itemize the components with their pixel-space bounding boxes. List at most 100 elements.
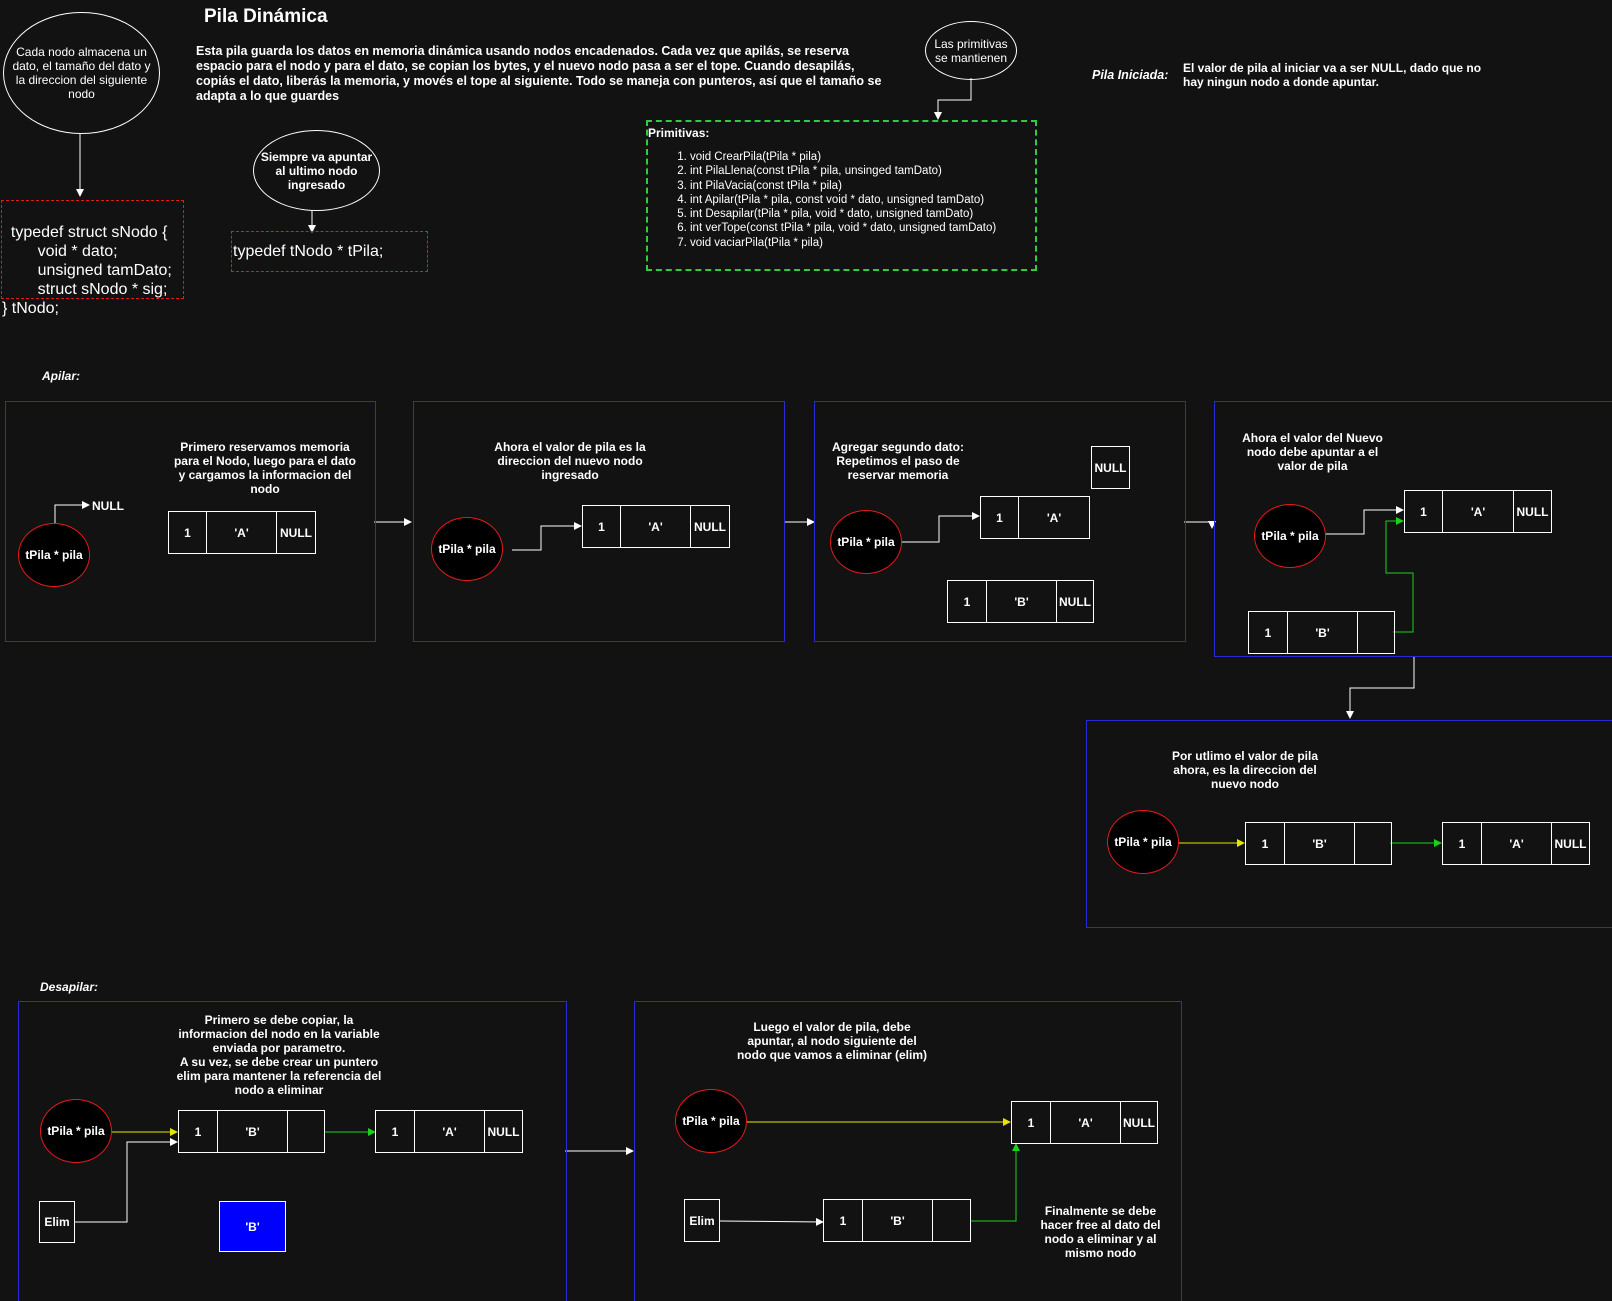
primitives-heading: Primitivas: bbox=[648, 126, 710, 140]
node-a: 1 'A' NULL bbox=[1404, 490, 1552, 533]
node-data: 'A' bbox=[1018, 497, 1089, 538]
node-size: 1 bbox=[996, 510, 1003, 525]
pila-label: tPila * pila bbox=[438, 542, 496, 556]
node-next: NULL bbox=[690, 506, 729, 547]
last-node-note-text: Siempre va apuntar al ultimo nodo ingres… bbox=[260, 149, 373, 192]
node-data: 'A' bbox=[1050, 1102, 1120, 1143]
pila-label: tPila * pila bbox=[1114, 835, 1172, 849]
init-text: El valor de pila al iniciar va a ser NUL… bbox=[1183, 61, 1482, 89]
node-data: 'B' bbox=[862, 1200, 932, 1241]
node-a: 1 'A' NULL bbox=[375, 1110, 523, 1153]
node-next: NULL bbox=[276, 512, 315, 553]
node-size: 1 bbox=[194, 1124, 202, 1139]
step-2-text: Ahora el valor de pila es la direccion d… bbox=[494, 440, 646, 482]
node-data: 'B' bbox=[986, 581, 1056, 622]
node-next: NULL bbox=[1120, 1102, 1157, 1143]
node-next bbox=[1354, 823, 1391, 864]
primitive-item: int Apilar(tPila * pila, const void * da… bbox=[690, 193, 1035, 207]
node-b: 1 'B' bbox=[1248, 611, 1395, 654]
pila-pointer: tPila * pila bbox=[675, 1089, 747, 1153]
node-size: 1 bbox=[1420, 504, 1427, 519]
primitives-box: Primitivas: void CrearPila(tPila * pila)… bbox=[646, 120, 1037, 271]
pila-pointer: tPila * pila bbox=[431, 517, 503, 581]
step-4-text: Ahora el valor del Nuevo nodo debe apunt… bbox=[1242, 431, 1383, 473]
node-data: 'A' bbox=[206, 512, 276, 553]
node-size: 1 bbox=[963, 594, 971, 609]
arrow-panel4-5 bbox=[1346, 656, 1415, 719]
step-panel-5 bbox=[1086, 720, 1612, 928]
arrow-pila-a-s2 bbox=[512, 522, 582, 551]
node-size: 1 bbox=[598, 519, 605, 534]
step-panel-2 bbox=[413, 401, 785, 642]
elim-pointer-box: Elim bbox=[684, 1199, 720, 1242]
node-b: 1 'B' NULL bbox=[947, 580, 1094, 623]
arrow-pila-a-s4 bbox=[1322, 506, 1404, 535]
node-data: 'B' bbox=[1284, 823, 1354, 864]
arrow-panel3-4 bbox=[1184, 521, 1216, 529]
arrow-elim-b-d1 bbox=[75, 1138, 178, 1223]
node-size: 1 bbox=[1264, 625, 1272, 640]
step-1-text: Primero reservamos memoria para el Nodo,… bbox=[173, 440, 357, 496]
arrow-pila-a-s3 bbox=[900, 512, 980, 543]
arrow-b-a-s4 bbox=[1385, 517, 1414, 633]
primitive-item: int verTope(const tPila * pila, void * d… bbox=[690, 221, 1035, 235]
node-a: 1 'A' NULL bbox=[168, 511, 316, 554]
last-node-note-ellipse: Siempre va apuntar al ultimo nodo ingres… bbox=[253, 130, 380, 211]
node-data: 'A' bbox=[1481, 823, 1551, 864]
node-data: 'A' bbox=[414, 1111, 484, 1152]
arrow-elim-b-d2 bbox=[719, 1217, 824, 1226]
node-b: 1 'B' bbox=[823, 1199, 971, 1242]
elim-pointer-box: Elim bbox=[39, 1201, 75, 1243]
pila-pointer: tPila * pila bbox=[830, 510, 902, 574]
node-next bbox=[1357, 612, 1394, 653]
primitive-item: int Desapilar(tPila * pila, void * dato,… bbox=[690, 207, 1035, 221]
pila-pointer: tPila * pila bbox=[18, 523, 90, 587]
step-panel-3 bbox=[814, 401, 1186, 642]
primitive-item: void CrearPila(tPila * pila) bbox=[690, 150, 1035, 164]
pila-label: tPila * pila bbox=[47, 1124, 105, 1138]
primitive-item: int PilaLlena(const tPila * pila, unsing… bbox=[690, 164, 1035, 178]
arrow-primitives-note bbox=[934, 78, 972, 120]
node-a: 1 'A' NULL bbox=[1442, 822, 1590, 865]
node-size: 1 bbox=[1027, 1115, 1035, 1130]
null-label: NULL bbox=[92, 499, 124, 513]
intro-text: Esta pila guarda los datos en memoria di… bbox=[196, 44, 882, 103]
primitive-item: int PilaVacia(const tPila * pila) bbox=[690, 179, 1035, 193]
step-panel-4 bbox=[1214, 401, 1612, 657]
node-next bbox=[287, 1111, 324, 1152]
step-5-text: Por utlimo el valor de pila ahora, es la… bbox=[1171, 749, 1319, 791]
node-a: 1 'A' NULL bbox=[582, 505, 730, 548]
arrow-null-s1 bbox=[54, 501, 90, 523]
arrow-b-a-d2 bbox=[971, 1143, 1020, 1222]
primitives-note-ellipse: Las primitivas se mantienen bbox=[925, 21, 1017, 80]
node-a: 1 'A' NULL bbox=[1011, 1101, 1158, 1144]
node-next: NULL bbox=[1551, 823, 1589, 864]
typedef-code: typedef tNodo * tPila; bbox=[233, 243, 384, 260]
node-data: 'B' bbox=[1287, 612, 1357, 653]
pila-pointer: tPila * pila bbox=[1254, 504, 1326, 568]
node-size: 1 bbox=[839, 1213, 847, 1228]
unstack-1-text: Primero se debe copiar, la informacion d… bbox=[176, 1013, 382, 1097]
section-desapilar: Desapilar: bbox=[40, 980, 99, 994]
step-panel-1 bbox=[5, 401, 376, 642]
node-next: NULL bbox=[484, 1111, 522, 1152]
node-note-text: Cada nodo almacena un dato, el tamaño de… bbox=[12, 45, 151, 101]
pila-pointer: tPila * pila bbox=[40, 1099, 112, 1163]
unstack-3-text: Finalmente se debe hacer free al dato de… bbox=[1040, 1204, 1161, 1260]
pila-label: tPila * pila bbox=[682, 1114, 740, 1128]
unstack-panel-1 bbox=[18, 1001, 567, 1301]
primitive-item: void vaciarPila(tPila * pila) bbox=[690, 236, 1035, 250]
pila-label: tPila * pila bbox=[25, 548, 83, 562]
struct-code: typedef struct sNodo { void * dato; unsi… bbox=[2, 224, 172, 317]
node-size: 1 bbox=[1261, 836, 1269, 851]
node-data: 'B' bbox=[217, 1111, 287, 1152]
node-size: 1 bbox=[184, 525, 191, 540]
node-size: 1 bbox=[391, 1124, 399, 1139]
node-data: 'A' bbox=[620, 506, 690, 547]
node-next bbox=[932, 1200, 970, 1241]
section-apilar: Apilar: bbox=[42, 369, 81, 383]
node-b: 1 'B' bbox=[1245, 822, 1392, 865]
primitives-list: void CrearPila(tPila * pila) int PilaLle… bbox=[648, 150, 1035, 250]
null-box: NULL bbox=[1091, 446, 1130, 489]
